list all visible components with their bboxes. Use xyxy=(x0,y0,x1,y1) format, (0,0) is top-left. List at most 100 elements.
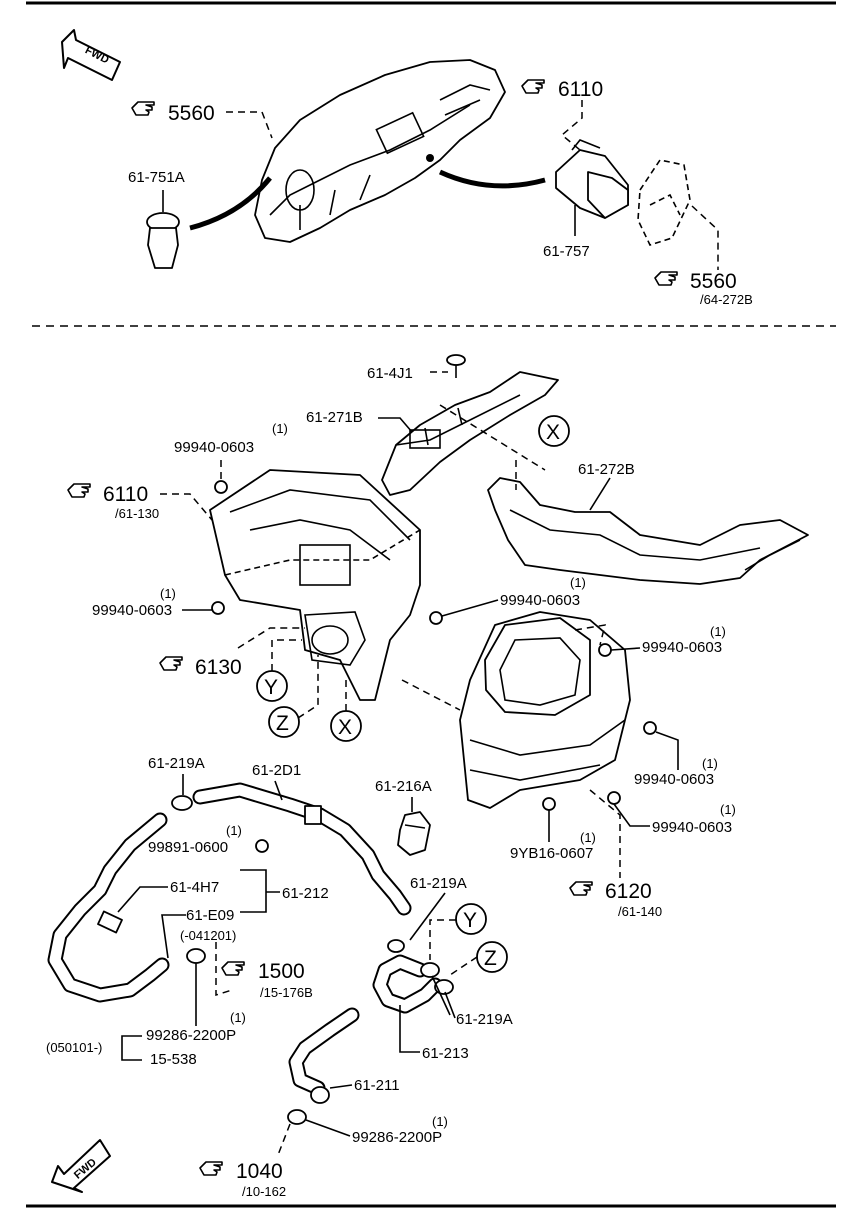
part-61-4J1: 61-4J1 xyxy=(367,365,413,382)
part-61-E09: 61-E09 xyxy=(186,907,234,924)
hand-pointer-icon xyxy=(569,881,593,896)
hose-61-211 xyxy=(288,1007,360,1104)
part-61-751A: 61-751A xyxy=(128,169,185,186)
part-61-2D1: 61-2D1 xyxy=(252,762,301,779)
callout-X-upper-label: X xyxy=(546,421,560,444)
ref-6130: 6130 xyxy=(195,656,242,679)
hose-61-213 xyxy=(372,954,443,1014)
part-99891-0600: 99891-0600 xyxy=(148,839,228,856)
clip-61-4J1 xyxy=(446,354,466,378)
hand-pointer-icon xyxy=(199,1161,223,1176)
part-61-212: 61-212 xyxy=(282,885,329,902)
ref-1500-sub: /15-176B xyxy=(260,985,313,1000)
ref-5560-top: 5560 xyxy=(168,102,215,125)
part-99940-0603-b: 99940-0603 xyxy=(92,602,172,619)
callout-Y-hose-label: Y xyxy=(463,909,477,932)
screw-9YB16 xyxy=(542,797,556,811)
clip-61-751A xyxy=(146,190,180,269)
ref-1500: 1500 xyxy=(258,960,305,983)
part-99940-0603-f: 99940-0603 xyxy=(652,819,732,836)
ref-6120: 6120 xyxy=(605,880,652,903)
part-99940-0603-d: 99940-0603 xyxy=(642,639,722,656)
callout-Z-hose-label: Z xyxy=(484,947,497,970)
ref-6120-sub: /61-140 xyxy=(618,904,662,919)
qty-9: (1) xyxy=(230,1010,246,1025)
ref-1040-sub: /10-162 xyxy=(242,1184,286,1199)
qty-4: (1) xyxy=(710,624,726,639)
qty-7: (1) xyxy=(580,830,596,845)
part-61-219A-b: 61-219A xyxy=(410,875,467,892)
ref-6110-sub: /61-130 xyxy=(115,506,159,521)
callout-Y-hose xyxy=(455,903,487,935)
bracket-61-216A xyxy=(397,811,431,856)
part-99286-2200P-b: 99286-2200P xyxy=(352,1129,442,1146)
ref-6110-top: 6110 xyxy=(558,78,603,101)
qty-10: (1) xyxy=(432,1114,448,1129)
fwd-arrow-bottom: FWD xyxy=(51,1139,111,1193)
screw-3 xyxy=(429,611,443,625)
screw-6 xyxy=(607,791,621,805)
clip-61-4H7 xyxy=(97,910,123,934)
duct-61-272B xyxy=(487,477,809,585)
hand-pointer-icon xyxy=(131,101,155,116)
qty-2: (1) xyxy=(160,586,176,601)
part-9YB16-0607: 9YB16-0607 xyxy=(510,845,593,862)
part-61-216A: 61-216A xyxy=(375,778,432,795)
blower-case xyxy=(459,611,631,809)
part-61-272B: 61-272B xyxy=(578,461,635,478)
callout-Y-heater-label: Y xyxy=(264,676,278,699)
clamp-99286-left xyxy=(186,948,206,964)
screw-2 xyxy=(211,601,225,615)
ref-5560-bottom-sub: /64-272B xyxy=(700,292,753,307)
part-99940-0603-e: 99940-0603 xyxy=(634,771,714,788)
callout-Z-heater-label: Z xyxy=(276,712,289,735)
ref-5560-bottom: 5560 xyxy=(690,270,737,293)
hand-pointer-icon xyxy=(159,656,183,671)
heater-unit xyxy=(209,469,421,701)
qty-3: (1) xyxy=(570,575,586,590)
part-61-4H7: 61-4H7 xyxy=(170,879,219,896)
bolt-99891 xyxy=(255,839,269,853)
part-61-219A-a: 61-219A xyxy=(148,755,205,772)
arrow-dash-to-switch xyxy=(438,169,546,189)
clamp-61-219A-right-2 xyxy=(420,962,440,978)
clamp-61-219A-right-1 xyxy=(387,939,405,953)
part-61-211: 61-211 xyxy=(354,1077,400,1094)
ref-1040: 1040 xyxy=(236,1160,283,1183)
qty-8: (1) xyxy=(226,823,242,838)
fwd-arrow-top: FWD xyxy=(61,29,121,81)
note-041201: (-041201) xyxy=(180,928,236,943)
switch-61-757 xyxy=(555,139,629,219)
part-99940-0603-a: 99940-0603 xyxy=(174,439,254,456)
part-99940-0603-c: 99940-0603 xyxy=(500,592,580,609)
dashboard-panel xyxy=(254,59,506,243)
part-99286-2200P-a: 99286-2200P xyxy=(146,1027,236,1044)
part-61-213: 61-213 xyxy=(422,1045,469,1062)
qty-1: (1) xyxy=(272,421,288,436)
qty-5: (1) xyxy=(702,756,718,771)
part-61-219A-c: 61-219A xyxy=(456,1011,513,1028)
bracket-64-272B xyxy=(637,159,691,246)
duct-61-271B xyxy=(381,371,559,496)
hand-pointer-icon xyxy=(654,271,678,286)
clamp-99286-right xyxy=(287,1109,307,1125)
callout-Z-heater xyxy=(268,706,300,738)
hand-pointer-icon xyxy=(221,961,245,976)
hand-pointer-icon xyxy=(67,483,91,498)
part-15-538: 15-538 xyxy=(150,1051,197,1068)
clamp-61-219A-left xyxy=(171,795,193,811)
callout-X-heater-label: X xyxy=(338,716,352,739)
arrow-clip-to-dash xyxy=(189,176,272,231)
hose-61-2D1 xyxy=(192,782,412,916)
part-61-757: 61-757 xyxy=(543,243,590,260)
ref-6110: 6110 xyxy=(103,483,148,506)
qty-6: (1) xyxy=(720,802,736,817)
note-050101: (050101-) xyxy=(46,1040,102,1055)
screw-5 xyxy=(643,721,657,735)
callout-X-upper xyxy=(538,415,570,447)
screw-1 xyxy=(214,460,228,494)
screw-4 xyxy=(598,643,612,657)
hand-pointer-icon xyxy=(521,79,545,94)
part-61-271B: 61-271B xyxy=(306,409,363,426)
